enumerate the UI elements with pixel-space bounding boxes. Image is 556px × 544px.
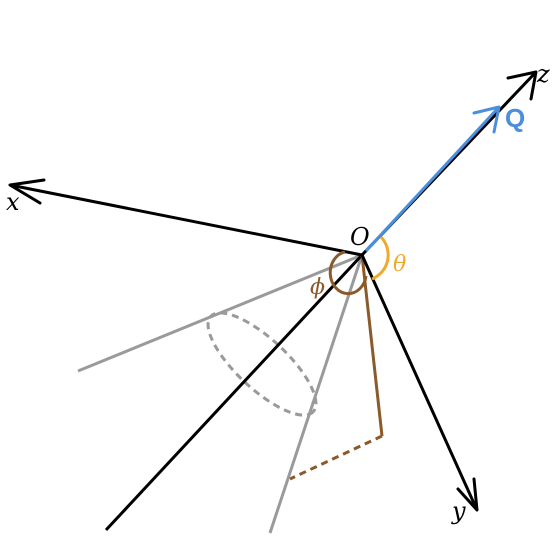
label-y: y xyxy=(451,497,466,525)
y-axis-line xyxy=(360,254,479,511)
q-vector xyxy=(364,105,501,253)
label-theta: θ xyxy=(393,252,406,277)
z-arrowhead-icon xyxy=(506,70,538,101)
cone-edge-left xyxy=(77,253,363,373)
theta-arc xyxy=(371,235,390,281)
label-q: Q xyxy=(505,103,525,133)
label-origin: O xyxy=(350,223,370,251)
y-axis xyxy=(360,254,479,512)
label-phi: ϕ xyxy=(310,275,325,300)
label-x: x xyxy=(6,188,20,216)
phi-projection-group xyxy=(289,254,384,481)
phi-dashed-connector xyxy=(289,434,383,481)
label-z: z xyxy=(536,60,550,88)
x-axis-line xyxy=(9,183,363,257)
cone-edge-right xyxy=(268,254,364,534)
x-axis xyxy=(8,178,363,257)
q-arrowhead-icon xyxy=(472,105,501,134)
phi-projection-line xyxy=(360,254,384,437)
cone-axis-line xyxy=(104,253,364,532)
y-arrowhead-icon xyxy=(456,477,479,512)
x-arrowhead-icon xyxy=(8,178,46,205)
q-vector-line xyxy=(364,105,501,253)
phi-arc xyxy=(328,250,368,296)
